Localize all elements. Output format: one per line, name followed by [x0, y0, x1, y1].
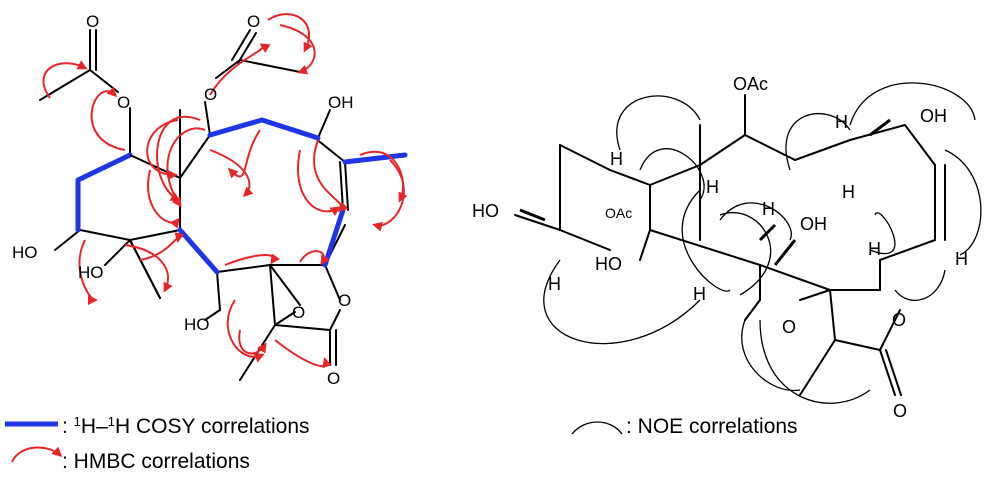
right-structure: OAc OAc OH OH HO HO O O O H H H H H H H …	[472, 74, 982, 421]
label-ho-lower: HO	[595, 254, 622, 274]
hydrogen-label: H	[955, 249, 968, 269]
hydrogen-label: H	[835, 112, 848, 132]
hmbc-legend-arrow	[11, 446, 63, 463]
hydrogen-label: H	[610, 149, 623, 169]
label-oac-top: OAc	[733, 74, 768, 94]
label-oh-mid: OH	[800, 214, 827, 234]
noe-legend-label: : NOE correlations	[626, 415, 798, 438]
noe-arcs	[543, 82, 982, 404]
cosy-legend-label: : 1H–1H COSY correlations	[62, 414, 310, 439]
hydroxyl-left: HO	[12, 243, 38, 262]
label-lactone-carbonyl-o: O	[893, 401, 907, 421]
legend: : 1H–1H COSY correlations : HMBC correla…	[5, 414, 798, 473]
cosy-bonds	[75, 117, 408, 275]
right-skeleton-bonds	[514, 94, 946, 396]
label-lactone-o: O	[892, 310, 906, 330]
hydroxyl-lower: HO	[184, 315, 210, 334]
ring-ether-o-left: O	[117, 93, 130, 112]
lactone-o: O	[338, 291, 351, 310]
left-atom-labels: O O O O OH HO HO HO O O O	[12, 12, 354, 388]
label-ho-left: HO	[472, 201, 499, 221]
hydrogen-label: H	[706, 177, 719, 197]
hmbc-legend-label: : HMBC correlations	[62, 450, 250, 473]
hydroxyl-top: OH	[328, 93, 354, 112]
ring-ether-o-top: O	[204, 85, 217, 104]
epoxide-o: O	[292, 303, 305, 322]
hydrogen-label: H	[548, 274, 561, 294]
acetoxy-carbonyl-o-top: O	[247, 12, 260, 31]
label-epoxide-o: O	[782, 317, 796, 337]
hydrogen-label: H	[693, 284, 706, 304]
lactone-carbonyl-o: O	[327, 369, 340, 388]
left-structure: O O O O OH HO HO HO O O O	[12, 12, 408, 388]
hydroxyl-bottom: HO	[78, 263, 104, 282]
label-oh-top: OH	[920, 106, 947, 126]
noe-legend-arc	[571, 421, 623, 435]
hydrogen-label: H	[762, 199, 775, 219]
hydrogen-label: H	[842, 182, 855, 202]
acetoxy-carbonyl-o-left: O	[86, 12, 99, 31]
right-atom-labels: OAc OAc OH OH HO HO O O O H H H H H H H …	[472, 74, 968, 421]
hmbc-arrows	[42, 13, 408, 369]
hydrogen-label: H	[868, 239, 881, 259]
label-oac-mid: OAc	[605, 205, 632, 221]
